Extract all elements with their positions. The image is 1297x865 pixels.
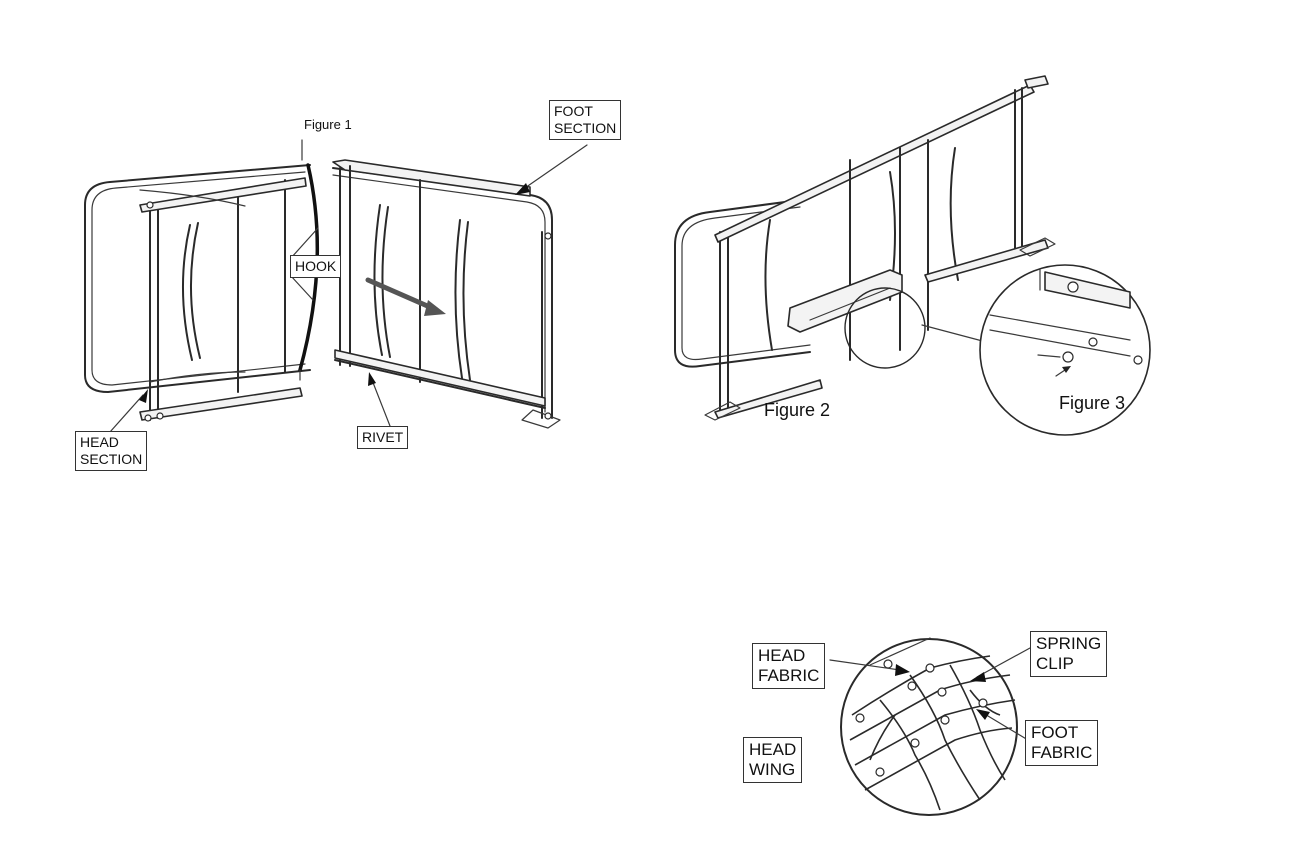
head-wing-label: HEAD WING [743, 737, 802, 783]
foot-fabric-label: FOOT FABRIC [1025, 720, 1098, 766]
spring-clip-label: SPRING CLIP [1030, 631, 1107, 677]
head-fabric-label: HEAD FABRIC [752, 643, 825, 689]
